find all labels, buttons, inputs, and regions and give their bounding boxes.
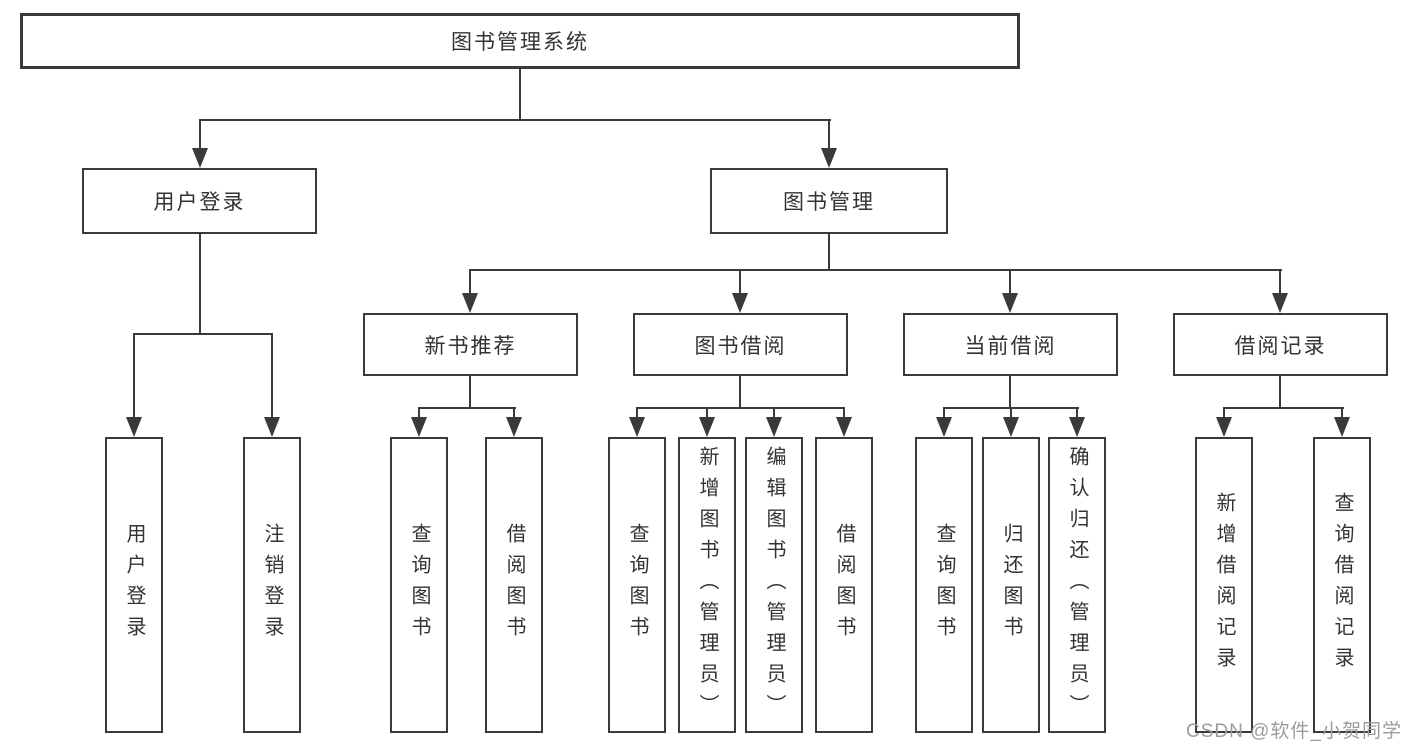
leaf-label: 查询图书: [626, 523, 648, 647]
leaf-label: 查询借阅记录: [1331, 492, 1353, 678]
connector-line: [1009, 271, 1011, 294]
leaf-label: 编辑图书（管理员）: [763, 445, 785, 725]
connector-line: [1279, 271, 1281, 294]
leaf-query-borrow-record: 查询借阅记录: [1313, 437, 1371, 733]
arrow-down-icon: [821, 148, 837, 168]
leaf-borrow-books-recommend: 借阅图书: [485, 437, 543, 733]
connector-line: [636, 407, 845, 409]
connector-line: [199, 234, 201, 334]
leaf-borrow-books: 借阅图书: [815, 437, 873, 733]
connector-line: [739, 376, 741, 408]
leaf-user-login: 用户登录: [105, 437, 163, 733]
arrow-down-icon: [1002, 293, 1018, 313]
leaf-logout: 注销登录: [243, 437, 301, 733]
connector-line: [469, 271, 471, 294]
arrow-down-icon: [462, 293, 478, 313]
connector-line: [1279, 376, 1281, 408]
arrow-down-icon: [836, 417, 852, 437]
leaf-query-books-current: 查询图书: [915, 437, 973, 733]
node-label: 当前借阅: [964, 334, 1057, 358]
leaf-query-books-borrowing: 查询图书: [608, 437, 666, 733]
connector-line: [271, 335, 273, 418]
leaf-label: 新增图书（管理员）: [696, 445, 718, 725]
connector-line: [1076, 409, 1078, 419]
connector-line: [133, 333, 273, 335]
node-borrowing-records: 借阅记录: [1173, 313, 1388, 376]
leaf-confirm-return-admin: 确认归还（管理员）: [1048, 437, 1106, 733]
leaf-return-books: 归还图书: [982, 437, 1040, 733]
arrow-down-icon: [766, 417, 782, 437]
connector-line: [469, 376, 471, 408]
connector-line: [1223, 407, 1344, 409]
connector-line: [828, 121, 830, 149]
leaf-label: 查询图书: [408, 523, 430, 647]
arrow-down-icon: [936, 417, 952, 437]
connector-line: [133, 335, 135, 418]
connector-line: [706, 409, 708, 419]
leaf-label: 用户登录: [123, 523, 145, 647]
csdn-watermark: CSDN @软件_小贺同学: [1186, 721, 1402, 742]
leaf-add-book-admin: 新增图书（管理员）: [678, 437, 736, 733]
arrow-down-icon: [192, 148, 208, 168]
connector-line: [199, 119, 831, 121]
leaf-label: 归还图书: [1000, 523, 1022, 647]
leaf-label: 借阅图书: [833, 523, 855, 647]
connector-line: [1341, 409, 1343, 419]
leaf-add-borrow-record: 新增借阅记录: [1195, 437, 1253, 733]
connector-line: [519, 67, 521, 120]
arrow-down-icon: [629, 417, 645, 437]
connector-line: [739, 271, 741, 294]
arrow-down-icon: [506, 417, 522, 437]
node-user-login: 用户登录: [82, 168, 317, 234]
connector-line: [828, 234, 830, 270]
connector-line: [418, 409, 420, 419]
leaf-label: 新增借阅记录: [1213, 492, 1235, 678]
leaf-label: 注销登录: [261, 523, 283, 647]
arrow-down-icon: [264, 417, 280, 437]
node-book-borrowing: 图书借阅: [633, 313, 848, 376]
node-current-borrowing: 当前借阅: [903, 313, 1118, 376]
connector-line: [773, 409, 775, 419]
connector-line: [469, 269, 1282, 271]
connector-line: [513, 409, 515, 419]
arrow-down-icon: [1003, 417, 1019, 437]
arrow-down-icon: [732, 293, 748, 313]
leaf-label: 确认归还（管理员）: [1066, 445, 1088, 725]
node-label: 图书管理系统: [451, 31, 589, 54]
arrow-down-icon: [699, 417, 715, 437]
leaf-edit-book-admin: 编辑图书（管理员）: [745, 437, 803, 733]
connector-line: [1009, 376, 1011, 408]
leaf-label: 借阅图书: [503, 523, 525, 647]
connector-line: [636, 409, 638, 419]
node-book-management: 图书管理: [710, 168, 948, 234]
connector-line: [1010, 409, 1012, 419]
arrow-down-icon: [411, 417, 427, 437]
connector-line: [943, 407, 1079, 409]
node-label: 新书推荐: [424, 334, 517, 358]
connector-line: [199, 121, 201, 149]
connector-line: [943, 409, 945, 419]
node-label: 图书借阅: [694, 334, 787, 358]
connector-line: [418, 407, 516, 409]
leaf-label: 查询图书: [933, 523, 955, 647]
arrow-down-icon: [1216, 417, 1232, 437]
node-library-management-system: 图书管理系统: [20, 13, 1020, 69]
arrow-down-icon: [1272, 293, 1288, 313]
leaf-query-books-recommend: 查询图书: [390, 437, 448, 733]
arrow-down-icon: [126, 417, 142, 437]
connector-line: [1223, 409, 1225, 419]
node-label: 借阅记录: [1234, 334, 1327, 358]
arrow-down-icon: [1069, 417, 1085, 437]
node-label: 图书管理: [783, 191, 875, 214]
node-new-book-recommendation: 新书推荐: [363, 313, 578, 376]
arrow-down-icon: [1334, 417, 1350, 437]
connector-line: [843, 409, 845, 419]
node-label: 用户登录: [153, 191, 246, 214]
